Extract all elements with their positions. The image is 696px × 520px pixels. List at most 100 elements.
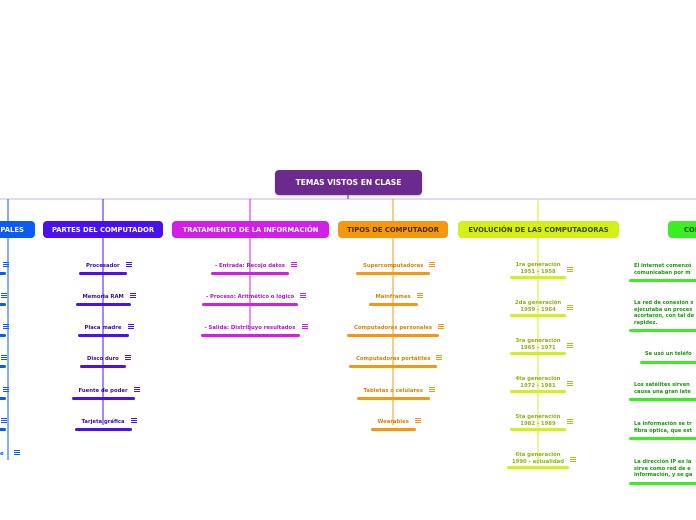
menu-icon[interactable]: [1, 418, 7, 423]
menu-icon[interactable]: [125, 355, 131, 360]
item-underline: [510, 276, 566, 279]
menu-icon[interactable]: [438, 324, 444, 329]
branch-item-label[interactable]: e: [0, 451, 4, 457]
branch-item[interactable]: 4ta generación 1972 - 1981: [515, 376, 561, 389]
menu-icon[interactable]: [567, 305, 573, 310]
item-underline: [0, 272, 6, 275]
branch-node[interactable]: …IPALES: [0, 221, 35, 238]
branch-item[interactable]: Wearables: [377, 419, 409, 425]
menu-icon[interactable]: [414, 418, 421, 423]
branch-item[interactable]: 2da generación 1959 - 1964: [515, 300, 562, 313]
branch-item[interactable]: 6ta generación 1990 - actualidad: [512, 452, 565, 465]
item-underline: [74, 428, 132, 431]
item-underline: [507, 466, 569, 469]
branch-label: …IPALES: [0, 225, 24, 234]
branch-item[interactable]: - Salida: Distribuyo resultados: [204, 325, 296, 331]
item-underline: [510, 428, 566, 431]
item-underline: [211, 272, 289, 275]
menu-icon[interactable]: [130, 418, 137, 423]
item-underline: [510, 390, 566, 393]
menu-icon[interactable]: [1, 293, 7, 298]
item-underline: [75, 303, 131, 306]
branch-node[interactable]: CONE…: [668, 221, 696, 238]
branch-item[interactable]: Disco duro: [87, 356, 119, 362]
menu-icon[interactable]: [3, 324, 9, 329]
item-underline: [0, 334, 6, 337]
menu-icon[interactable]: [566, 267, 573, 272]
item-underline: [202, 303, 298, 306]
item-underline: [349, 365, 437, 368]
branch-item[interactable]: Los satélites sirven causa una gran late: [634, 382, 691, 395]
menu-icon[interactable]: [300, 293, 306, 298]
branch-item[interactable]: La información se tr fibra óptica, que e…: [634, 421, 693, 434]
menu-icon[interactable]: [14, 450, 20, 455]
item-underline: [356, 397, 430, 400]
item-underline: [0, 303, 6, 306]
central-topic[interactable]: TEMAS VISTOS EN CLASE: [275, 170, 422, 195]
item-underline: [640, 360, 696, 364]
item-underline: [629, 481, 696, 485]
menu-icon[interactable]: [3, 262, 9, 267]
branch-item[interactable]: La red de conexión s ejecutaba un proces…: [634, 300, 695, 326]
branch-item[interactable]: Computadoras portátiles: [356, 356, 431, 362]
branch-item[interactable]: Tarjeta gráfica: [81, 419, 125, 425]
branch-node[interactable]: PARTES DEL COMPUTADOR: [43, 221, 163, 238]
branch-label: PARTES DEL COMPUTADOR: [51, 225, 155, 234]
menu-icon[interactable]: [416, 293, 423, 298]
menu-icon[interactable]: [291, 262, 297, 267]
item-underline: [510, 352, 566, 355]
item-underline: [200, 334, 300, 337]
item-underline: [629, 329, 696, 332]
menu-icon[interactable]: [566, 343, 573, 348]
central-topic-label: TEMAS VISTOS EN CLASE: [295, 178, 402, 187]
menu-icon[interactable]: [133, 387, 140, 392]
menu-icon[interactable]: [3, 387, 9, 392]
branch-node[interactable]: EVOLUCIÓN DE LAS COMPUTADORAS: [458, 221, 619, 238]
branch-node[interactable]: TRATAMIENTO DE LA INFORMACIÓN: [172, 221, 329, 238]
branch-item[interactable]: Placa madre: [84, 325, 122, 331]
menu-icon[interactable]: [436, 355, 442, 360]
branch-item[interactable]: Procesador: [86, 263, 120, 269]
branch-node[interactable]: TIPOS DE COMPUTADOR: [338, 221, 448, 238]
menu-icon[interactable]: [126, 262, 132, 267]
item-underline: [629, 398, 696, 401]
menu-icon[interactable]: [301, 324, 308, 329]
branch-item[interactable]: Memoria RAM: [82, 294, 124, 300]
branch-label: TRATAMIENTO DE LA INFORMACIÓN: [182, 225, 319, 234]
branch-item[interactable]: Se usó un teléfo: [645, 351, 692, 357]
branch-item[interactable]: 5ta generación 1982 - 1989: [515, 414, 561, 427]
item-underline: [370, 428, 416, 431]
branch-item[interactable]: Computadoras personales: [354, 325, 433, 331]
menu-icon[interactable]: [429, 262, 435, 267]
item-underline: [79, 272, 127, 275]
branch-item[interactable]: La dirección IP es la sirve como red de …: [634, 459, 693, 478]
item-underline: [77, 334, 129, 337]
item-underline: [356, 272, 430, 275]
item-underline: [629, 279, 696, 282]
branch-item[interactable]: Mainframes: [375, 294, 411, 300]
menu-icon[interactable]: [566, 419, 573, 424]
branch-item[interactable]: 3ra generación 1965 - 1971: [515, 338, 561, 351]
item-underline: [0, 428, 6, 431]
branch-item[interactable]: Tabletas o celulares: [363, 388, 423, 394]
item-underline: [0, 397, 6, 400]
branch-item[interactable]: 1ra generación 1951 - 1958: [515, 262, 561, 275]
menu-icon[interactable]: [1, 355, 7, 360]
branch-label: TIPOS DE COMPUTADOR: [347, 225, 439, 234]
branch-item[interactable]: - Entrada: Recojo datos: [215, 263, 285, 269]
item-underline: [0, 365, 6, 368]
item-underline: [629, 437, 696, 440]
menu-icon[interactable]: [127, 324, 134, 329]
branch-item[interactable]: El internet comenzó comunicaban por m: [634, 263, 692, 276]
item-underline: [368, 303, 418, 306]
branch-item[interactable]: - Proceso: Aritmético o lógico: [206, 294, 295, 300]
item-underline: [80, 365, 126, 368]
menu-icon[interactable]: [566, 381, 573, 386]
branch-item[interactable]: Fuente de poder: [78, 388, 128, 394]
menu-icon[interactable]: [129, 293, 136, 298]
item-underline: [510, 314, 566, 317]
item-underline: [71, 397, 135, 400]
branch-item[interactable]: Supercomputadoras: [363, 263, 424, 269]
menu-icon[interactable]: [428, 387, 435, 392]
menu-icon[interactable]: [570, 457, 576, 462]
